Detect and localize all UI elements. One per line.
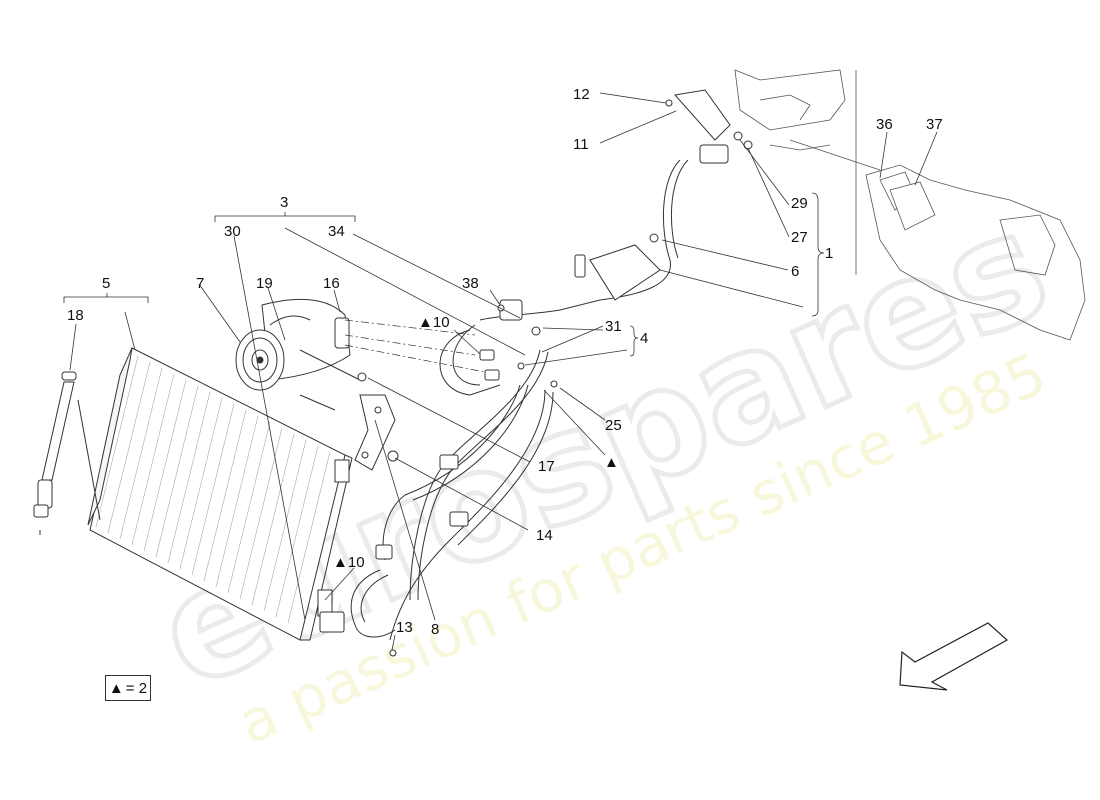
- callout-1: 1: [825, 245, 833, 262]
- receiver-drier: [33, 371, 77, 535]
- callout-16: 16: [323, 275, 340, 292]
- callout-10-upper: ▲10: [418, 314, 450, 331]
- callout-18: 18: [67, 307, 84, 324]
- hoses: [350, 159, 689, 641]
- compressor: [235, 298, 361, 411]
- callout-6: 6: [791, 263, 799, 280]
- callout-13: 13: [396, 619, 413, 636]
- bracket: [354, 394, 396, 471]
- callout-27: 27: [791, 229, 808, 246]
- callouts: 12 11 36 37 29 27 1 6 3 30 34 5 7 19 16 …: [67, 86, 943, 638]
- callout-17: 17: [538, 458, 555, 475]
- condenser: [77, 347, 353, 641]
- direction-arrow: [899, 622, 1009, 691]
- callout-7: 7: [196, 275, 204, 292]
- callout-4: 4: [640, 330, 648, 347]
- callout-14: 14: [536, 527, 553, 544]
- leader-lines: [63, 92, 938, 651]
- bolt-lines: [344, 319, 486, 373]
- fittings: [319, 299, 558, 657]
- legend-box: ▲ = 2: [105, 675, 151, 701]
- callout-34: 34: [328, 223, 345, 240]
- callout-19: 19: [256, 275, 273, 292]
- callout-29: 29: [791, 195, 808, 212]
- callout-3: 3: [280, 194, 288, 211]
- callout-triangle: ▲: [604, 454, 619, 471]
- callout-37: 37: [926, 116, 943, 133]
- callout-8: 8: [431, 621, 439, 638]
- valve-assembly: [574, 89, 753, 301]
- callout-10-lower: ▲10: [333, 554, 365, 571]
- callout-5: 5: [102, 275, 110, 292]
- callout-12: 12: [573, 86, 590, 103]
- legend-symbol: ▲: [108, 679, 124, 697]
- callout-36: 36: [876, 116, 893, 133]
- callout-31: 31: [605, 318, 622, 335]
- legend-text: = 2: [125, 679, 148, 697]
- firewall-detail: [734, 69, 1086, 341]
- callout-25: 25: [605, 417, 622, 434]
- callout-30: 30: [224, 223, 241, 240]
- callout-11: 11: [573, 136, 589, 153]
- callout-38: 38: [462, 275, 479, 292]
